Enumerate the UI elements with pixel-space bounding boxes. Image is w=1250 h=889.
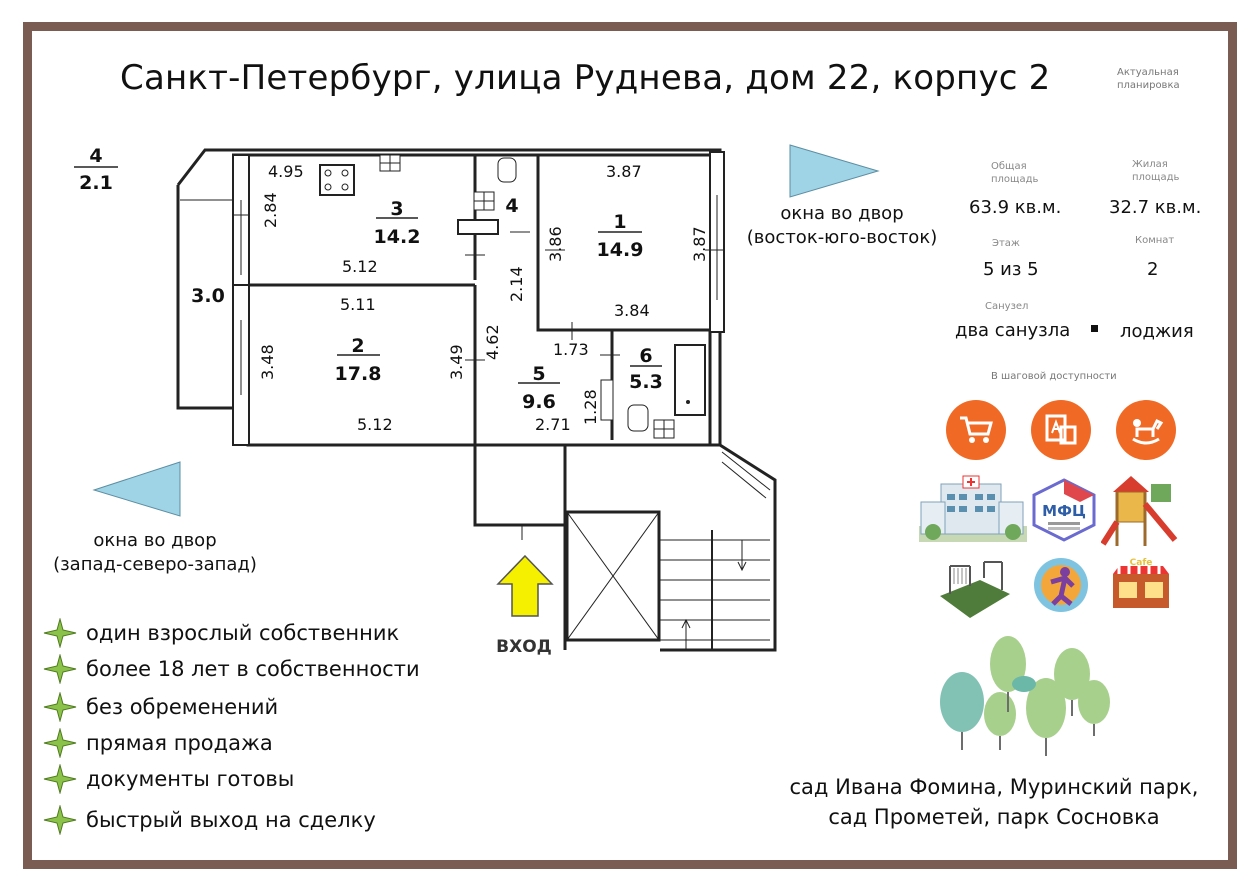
parks-line-2: сад Прометей, парк Сосновка — [828, 805, 1160, 829]
east-windows-label: окна во двор (восток-юго-восток) — [742, 202, 942, 250]
actual-plan-badge: Актуальная планировка — [1117, 67, 1180, 91]
parks-list: сад Ивана Фомина, Муринский парк, сад Пр… — [770, 772, 1218, 832]
star-icon — [43, 728, 77, 758]
feature-text: быстрый выход на сделку — [86, 808, 376, 832]
feature-item: более 18 лет в собственности — [42, 654, 420, 684]
feature-text: один взрослый собственник — [86, 621, 400, 645]
sports-ground-icon — [940, 556, 1010, 620]
separator-dot — [1091, 325, 1098, 332]
feature-item: без обременений — [42, 692, 278, 722]
total-area-label: Общая площадь — [991, 161, 1039, 185]
feature-item: документы готовы — [42, 764, 294, 794]
east-windows-line2: (восток-юго-восток) — [746, 227, 938, 248]
total-area-value: 63.9 кв.м. — [969, 197, 1062, 218]
feature-item: прямая продажа — [42, 728, 273, 758]
west-windows-line2: (запад-северо-запад) — [53, 554, 257, 575]
west-windows-line1: окна во двор — [93, 530, 217, 551]
mfc-icon: МФЦ — [1030, 478, 1098, 542]
east-windows-arrow-icon — [789, 144, 880, 198]
feature-text: документы готовы — [86, 767, 295, 791]
floor-label: Этаж — [992, 238, 1020, 249]
school-book-icon — [1031, 400, 1091, 460]
star-icon — [43, 805, 77, 835]
shopping-cart-icon — [946, 400, 1006, 460]
star-icon — [43, 654, 77, 684]
west-windows-arrow-icon — [92, 461, 181, 517]
star-icon — [43, 764, 77, 794]
floor-value: 5 из 5 — [983, 259, 1039, 280]
mfc-label: МФЦ — [1042, 502, 1086, 520]
feature-text: более 18 лет в собственности — [86, 657, 420, 681]
living-area-value: 32.7 кв.м. — [1109, 197, 1202, 218]
cafe-label: Cafe — [1130, 558, 1153, 568]
bathroom-label: Санузел — [985, 301, 1029, 312]
parks-line-1: сад Ивана Фомина, Муринский парк, — [789, 775, 1199, 799]
loggia-value: лоджия — [1120, 321, 1194, 342]
living-area-label: Жилая площадь — [1132, 159, 1180, 183]
rooms-label: Комнат — [1135, 235, 1175, 246]
feature-item: быстрый выход на сделку — [42, 805, 376, 835]
west-windows-label: окна во двор (запад-северо-запад) — [40, 529, 270, 577]
playground-icon — [1100, 474, 1179, 548]
hospital-icon — [919, 474, 1027, 546]
bathroom-value: два санузла — [955, 320, 1071, 341]
rocking-horse-icon — [1116, 400, 1176, 460]
cafe-icon: Cafe — [1109, 556, 1173, 610]
feature-item: один взрослый собственник — [42, 618, 399, 648]
star-icon — [43, 692, 77, 722]
walking-distance-label: В шаговой доступности — [991, 371, 1117, 382]
feature-text: прямая продажа — [86, 731, 273, 755]
star-icon — [43, 618, 77, 648]
fitness-icon — [1031, 556, 1091, 614]
east-windows-line1: окна во двор — [780, 203, 904, 224]
rooms-value: 2 — [1147, 259, 1159, 280]
park-trees-illustration — [930, 632, 1120, 762]
page-title: Санкт-Петербург, улица Руднева, дом 22, … — [120, 58, 1051, 98]
feature-text: без обременений — [86, 695, 279, 719]
